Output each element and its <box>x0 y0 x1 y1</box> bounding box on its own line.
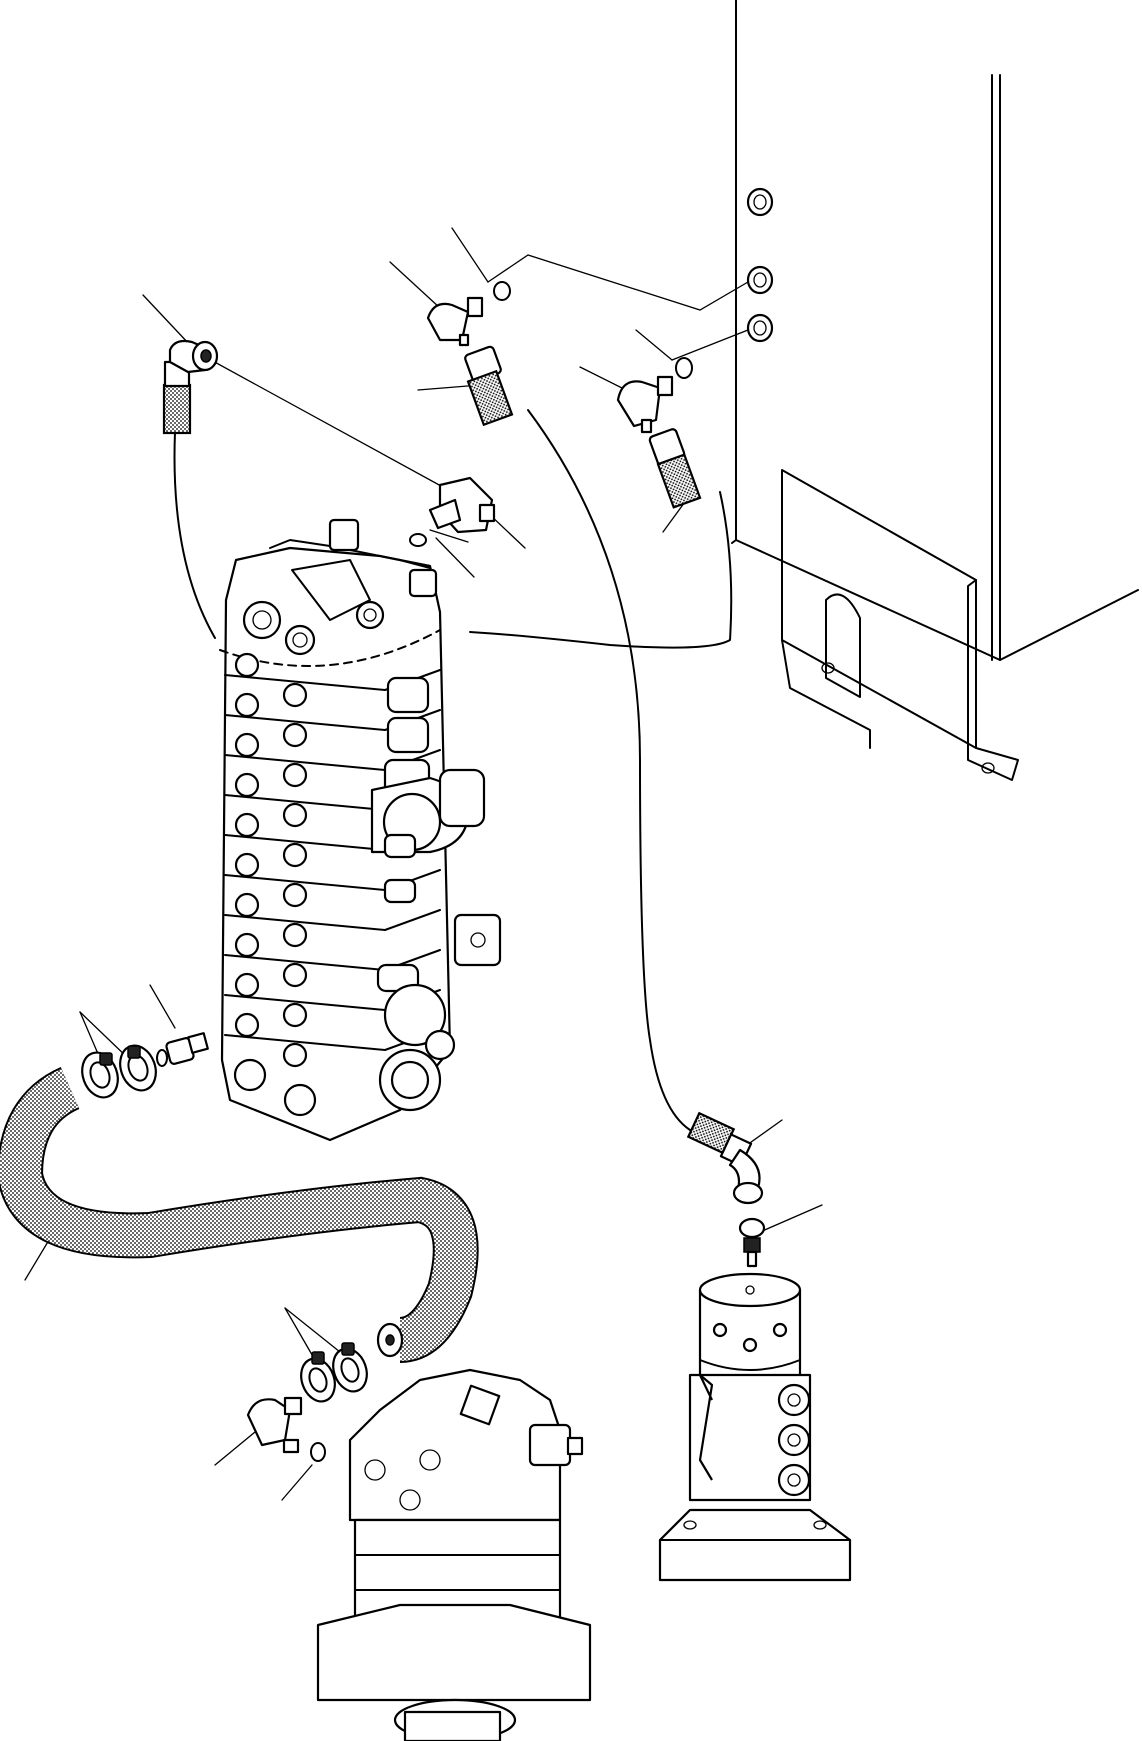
hose-clamps-lower <box>300 1342 368 1403</box>
connector-swivel <box>738 1217 766 1268</box>
control-valve <box>219 518 502 1142</box>
hydraulic-tank <box>731 0 1139 661</box>
elbow-fitting-top-center <box>426 281 514 427</box>
tee-fitting <box>409 476 496 547</box>
o-ring-top <box>493 281 511 301</box>
leader-lines <box>24 227 823 1501</box>
elbow-fitting-right <box>616 357 702 509</box>
hose-clamps-upper <box>81 1044 157 1099</box>
o-ring-lower <box>310 1442 326 1462</box>
o-ring-right <box>675 357 693 379</box>
connector-upper <box>156 1032 209 1067</box>
drain-hose <box>0 1066 479 1363</box>
hose-lines <box>173 409 733 1131</box>
tank-bracket <box>781 469 1019 781</box>
valve-side-fittings <box>370 676 502 1112</box>
swivel-joint <box>658 1272 852 1582</box>
valve-ports <box>233 652 317 1117</box>
elbow-fitting-lower <box>246 1396 326 1462</box>
o-ring-tee <box>409 533 427 547</box>
elbow-fitting-upper-left <box>162 339 219 435</box>
elbow-fitting-swivel <box>686 1111 764 1205</box>
swing-motor <box>316 1368 592 1741</box>
